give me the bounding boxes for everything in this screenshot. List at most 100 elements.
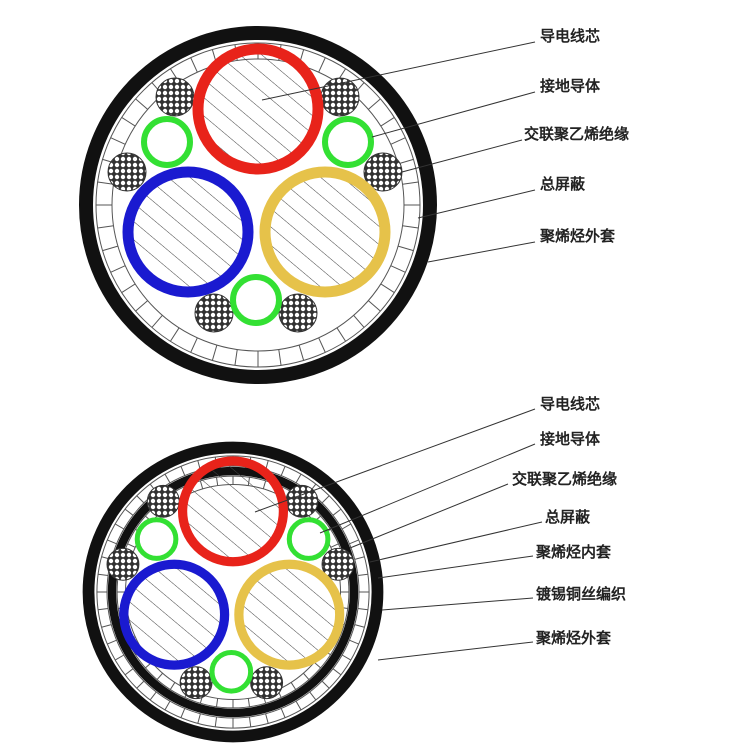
leader-line — [381, 597, 534, 611]
segment-divider — [336, 327, 347, 342]
segment-divider — [349, 539, 359, 545]
segment-divider — [180, 708, 186, 718]
segment-divider — [354, 556, 365, 560]
stranded-wire — [106, 547, 140, 581]
segment-divider — [164, 700, 171, 711]
blue-core-conductor — [128, 172, 248, 292]
segment-divider — [341, 654, 352, 661]
stranded-wire — [179, 666, 213, 700]
segment-divider — [97, 181, 114, 185]
segment-divider — [397, 245, 414, 252]
segment-divider — [98, 573, 109, 577]
segment-divider — [101, 624, 112, 628]
label-ground-conductor: 接地导体 — [540, 430, 601, 448]
ground-conductor — [209, 649, 254, 694]
stranded-wire — [250, 666, 284, 700]
segment-divider — [190, 337, 198, 353]
segment-divider — [124, 668, 134, 676]
segment-divider — [265, 713, 269, 724]
segment-divider — [357, 607, 368, 611]
segment-divider — [321, 680, 330, 689]
segment-divider — [278, 349, 282, 366]
segment-divider — [124, 508, 134, 516]
red-core-insulation — [177, 456, 289, 567]
leader-line — [371, 91, 536, 138]
segment-divider — [298, 344, 305, 361]
leader-line — [261, 41, 536, 101]
segment-divider — [98, 607, 109, 611]
segment-divider — [402, 225, 419, 229]
segment-divider — [390, 265, 406, 273]
segment-divider — [380, 116, 395, 127]
segment-divider — [357, 573, 368, 577]
label-inner-sheath: 聚烯烃内套 — [536, 543, 612, 561]
stranded-wire — [155, 77, 195, 117]
leader-line — [369, 521, 543, 563]
segment-divider — [127, 543, 136, 548]
segment-divider — [295, 473, 302, 484]
segment-divider — [135, 98, 148, 110]
segment-divider — [332, 668, 342, 676]
segment-divider — [341, 523, 352, 530]
label-conductor: 导电线芯 — [540, 395, 601, 413]
stranded-wire — [107, 152, 147, 192]
segment-divider — [390, 137, 406, 145]
segment-divider — [290, 682, 297, 690]
ground-conductor — [286, 517, 331, 561]
segment-divider — [121, 116, 136, 127]
segment-divider — [234, 349, 238, 366]
red-core-insulation — [192, 43, 324, 175]
segment-divider — [114, 523, 125, 530]
segment-divider — [110, 265, 126, 273]
red-core-conductor — [182, 460, 284, 562]
ground-conductor — [322, 116, 374, 168]
segment-divider — [247, 698, 250, 707]
segment-divider — [164, 473, 171, 484]
segment-divider — [309, 691, 317, 701]
segment-divider — [110, 137, 126, 145]
segment-divider — [313, 662, 321, 669]
segment-divider — [332, 508, 342, 516]
yellow-core-insulation — [259, 166, 391, 298]
yellow-core-conductor — [265, 172, 385, 292]
leader-line — [254, 408, 536, 513]
stranded-wire — [285, 484, 319, 518]
segment-divider — [169, 682, 176, 690]
segment-divider — [149, 691, 157, 701]
segment-divider — [248, 716, 252, 727]
label-tinned-copper-braid: 镀锡铜丝编织 — [536, 585, 627, 603]
segment-divider — [318, 57, 326, 73]
leader-line — [401, 139, 523, 173]
blue-core-insulation — [122, 166, 254, 298]
segment-divider — [354, 624, 365, 628]
label-xlpe-insulation: 交联聚乙烯绝缘 — [524, 125, 630, 143]
segment-divider — [380, 283, 395, 294]
segment-divider — [318, 337, 326, 353]
segment-divider — [97, 225, 114, 229]
leader-line — [427, 241, 536, 263]
segment-divider — [180, 466, 186, 476]
segment-divider — [214, 716, 218, 727]
segment-divider — [295, 700, 302, 711]
segment-divider — [280, 466, 286, 476]
segment-divider — [402, 181, 419, 185]
label-overall-shield: 总屏蔽 — [545, 508, 591, 526]
stranded-wire — [194, 293, 234, 333]
segment-divider — [107, 639, 117, 645]
segment-divider — [197, 713, 201, 724]
segment-divider — [151, 315, 163, 328]
segment-divider — [107, 539, 117, 545]
label-outer-sheath: 聚烯烃外套 — [536, 629, 612, 647]
leader-line — [377, 555, 534, 579]
segment-divider — [136, 680, 145, 689]
label-xlpe-insulation: 交联聚乙烯绝缘 — [512, 470, 618, 488]
ground-conductor — [230, 274, 282, 326]
segment-divider — [368, 300, 381, 312]
segment-divider — [102, 245, 119, 252]
segment-divider — [330, 543, 339, 548]
ground-conductor — [141, 116, 193, 168]
label-outer-sheath: 聚烯烃外套 — [540, 227, 616, 245]
leader-line — [377, 641, 534, 661]
